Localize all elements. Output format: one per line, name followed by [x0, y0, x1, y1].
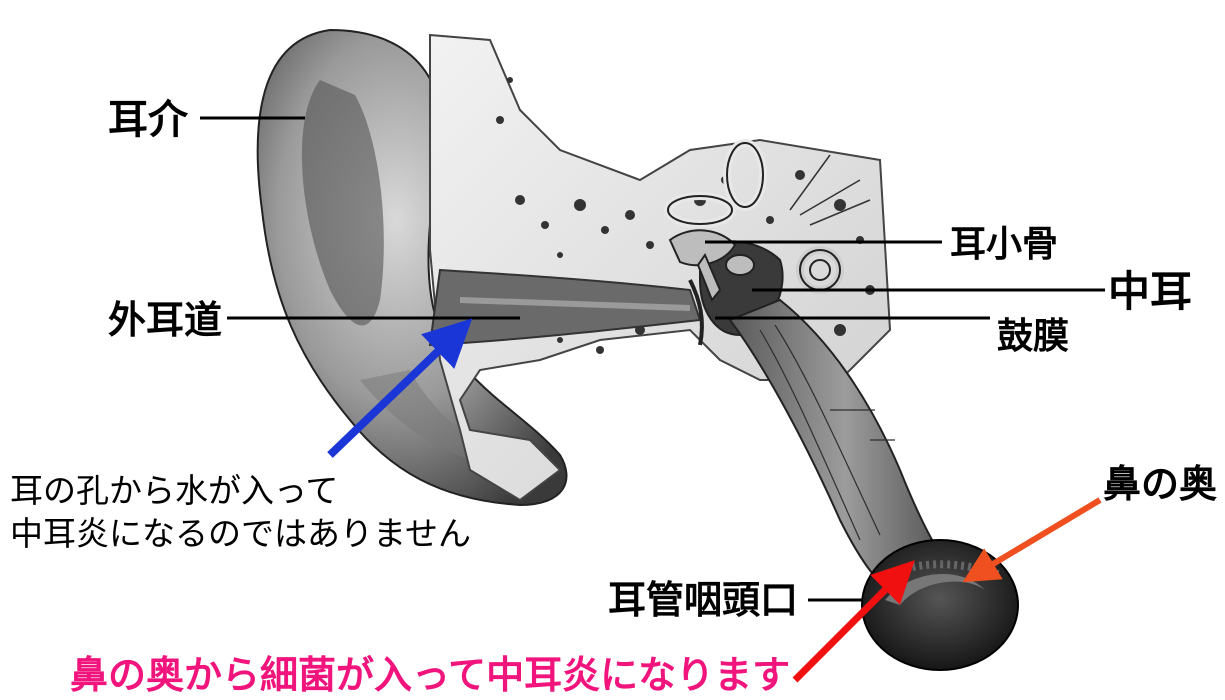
nasopharynx-shape	[862, 540, 1018, 670]
water-note-line1: 耳の孔から水が入って	[10, 471, 338, 510]
back-of-nose-label: 鼻の奥	[1103, 462, 1217, 506]
external-canal-label: 外耳道	[108, 298, 222, 342]
ear-illustration	[258, 30, 1018, 670]
eustachian-opening-label: 耳管咽頭口	[608, 578, 798, 622]
water-note-line2: 中耳炎になるのではありません	[10, 514, 471, 553]
middle-ear-label: 中耳	[1108, 267, 1192, 316]
orange-arrow	[978, 500, 1100, 573]
eardrum-label: 鼓膜	[997, 316, 1069, 357]
auricle-label: 耳介	[108, 97, 189, 143]
ossicles-label: 耳小骨	[950, 224, 1058, 265]
bacteria-note: 鼻の奥から細菌が入って中耳炎になります	[70, 653, 790, 697]
